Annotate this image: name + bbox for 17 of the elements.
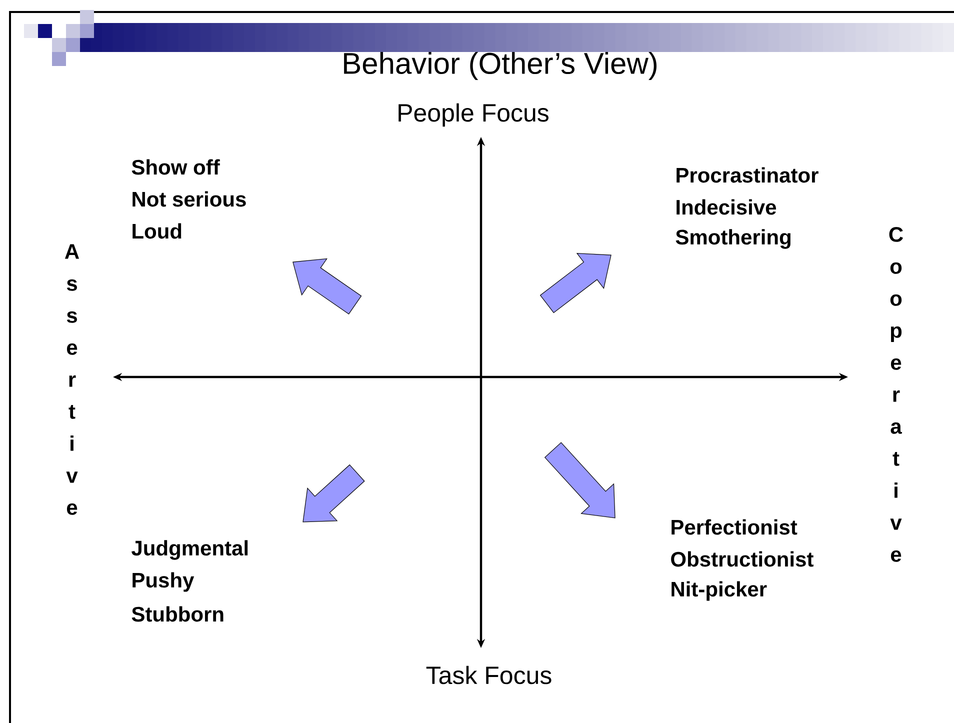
- title: Behavior (Other’s View): [344, 52, 656, 80]
- axis-label: People Focus: [398, 103, 548, 127]
- trait-label: Not serious: [132, 191, 246, 207]
- trait-label: Smothering: [676, 229, 790, 249]
- trait-label: Perfectionist: [672, 519, 798, 535]
- trait-label: Procrastinator: [676, 167, 818, 183]
- trait-label: Stubborn: [132, 606, 224, 622]
- trait-label: Loud: [132, 223, 182, 239]
- vertical-label: Assertive: [64, 244, 80, 515]
- axis-label: Task Focus: [426, 666, 552, 684]
- trait-label: Nit-picker: [672, 581, 767, 601]
- trait-label: Pushy: [132, 572, 194, 592]
- vertical-label: Cooperative: [889, 227, 903, 562]
- trait-label: Indecisive: [676, 199, 776, 215]
- trait-label: Judgmental: [132, 540, 248, 560]
- trait-label: Obstructionist: [671, 551, 814, 567]
- trait-label: Show off: [132, 159, 220, 175]
